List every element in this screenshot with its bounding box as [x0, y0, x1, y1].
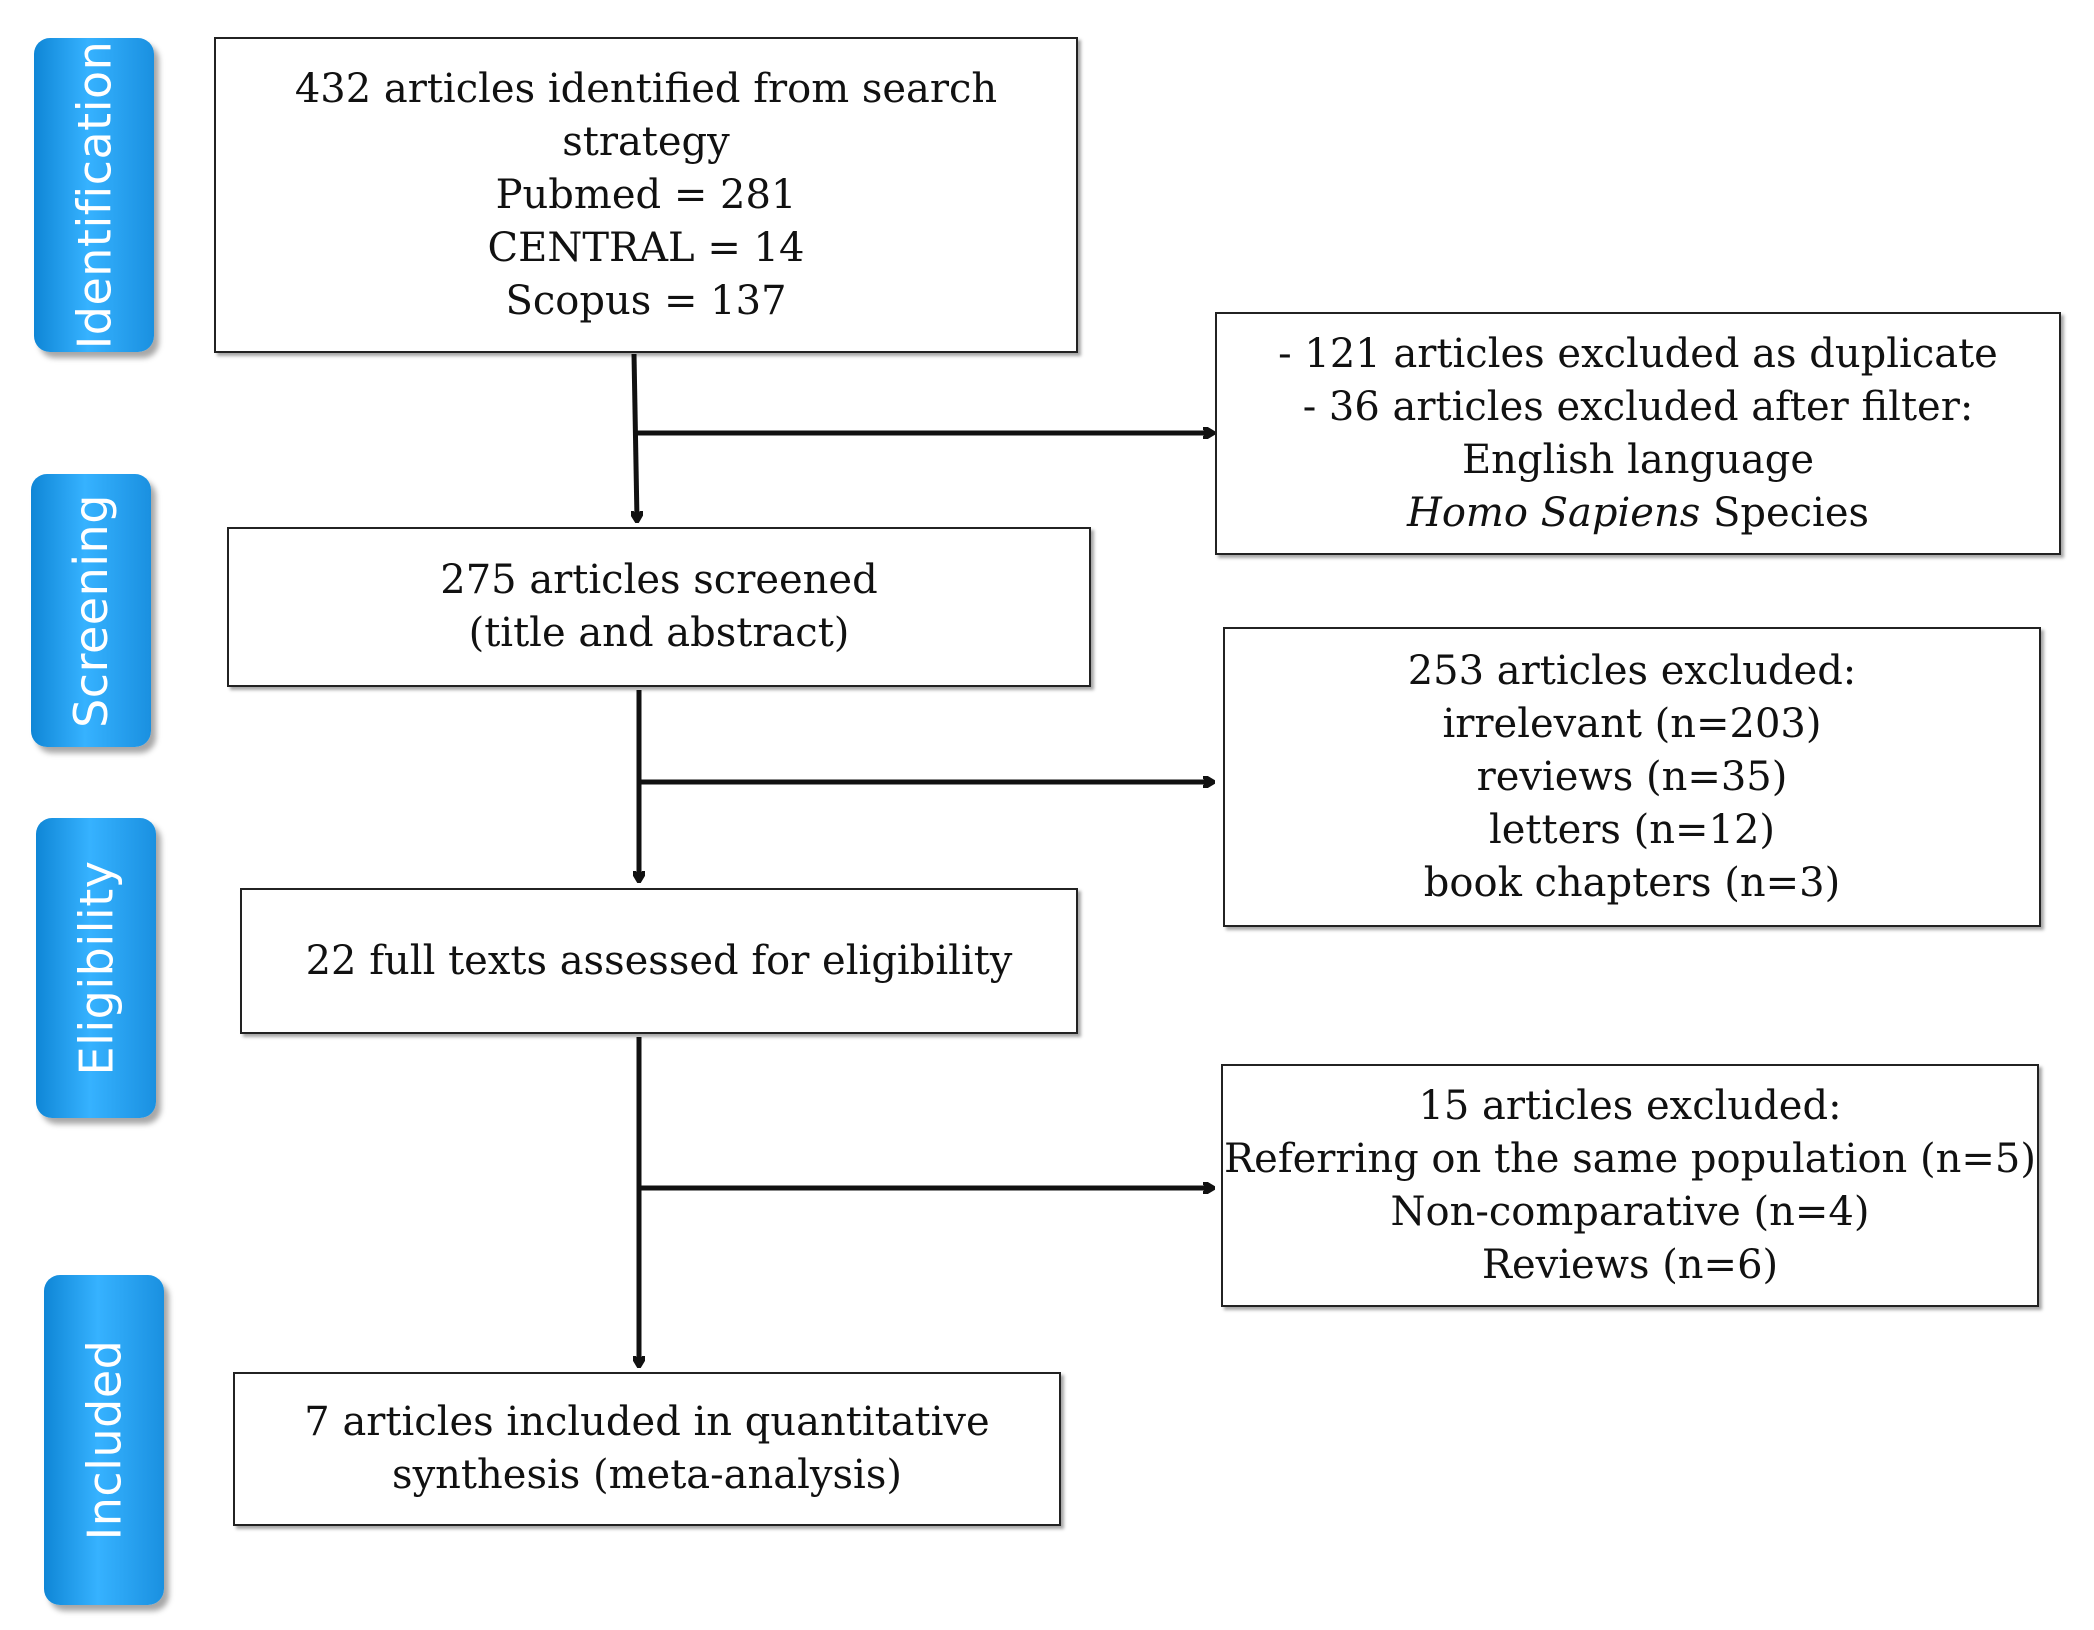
box-line-species: Homo Sapiens Species — [1407, 487, 1869, 540]
included-box: 7 articles included in quantitative synt… — [233, 1372, 1061, 1526]
stage-screening: Screening — [31, 474, 151, 747]
screened-box: 275 articles screened (title and abstrac… — [227, 527, 1091, 687]
excluded-screening-box: 253 articles excluded: irrelevant (n=203… — [1223, 627, 2041, 927]
stage-included: Included — [44, 1275, 164, 1605]
box-line: Pubmed = 281 — [495, 171, 797, 218]
identified-box: 432 articles identified from search stra… — [214, 37, 1078, 353]
excluded-duplicates-box: - 121 articles excluded as duplicate - 3… — [1215, 312, 2061, 555]
box-line: Non-comparative (n=4) — [1390, 1188, 1870, 1235]
stage-identification: Identification — [34, 38, 154, 352]
box-line: book chapters (n=3) — [1423, 859, 1841, 906]
box-line: Referring on the same population (n=5) — [1224, 1135, 2036, 1182]
box-line: 22 full texts assessed for eligibility — [305, 937, 1013, 984]
excluded-eligibility-box: 15 articles excluded: Referring on the s… — [1221, 1064, 2039, 1307]
box-line: Scopus = 137 — [505, 277, 787, 324]
box-line: irrelevant (n=203) — [1442, 700, 1822, 747]
box-line: strategy — [562, 118, 730, 165]
box-line: letters (n=12) — [1488, 806, 1776, 853]
box-line: - 36 articles excluded after filter: — [1302, 383, 1974, 430]
box-line: - 121 articles excluded as duplicate — [1278, 330, 1998, 377]
stage-eligibility: Eligibility — [36, 818, 156, 1118]
arrow-identified-to-screened — [634, 353, 637, 520]
box-line: 253 articles excluded: — [1407, 647, 1857, 694]
box-line: 432 articles identified from search — [294, 65, 998, 112]
box-line: 275 articles screened — [440, 557, 878, 603]
full-texts-box: 22 full texts assessed for eligibility — [240, 888, 1078, 1034]
species-italic: Homo Sapiens — [1406, 489, 1701, 536]
box-line: Reviews (n=6) — [1481, 1241, 1779, 1288]
species-rest: Species — [1700, 489, 1870, 536]
box-line: synthesis (meta-analysis) — [392, 1452, 902, 1498]
box-line: reviews (n=35) — [1476, 753, 1788, 800]
box-line: 15 articles excluded: — [1418, 1082, 1842, 1129]
box-line: English language — [1461, 436, 1815, 483]
box-line: CENTRAL = 14 — [487, 224, 805, 271]
box-line: 7 articles included in quantitative — [304, 1399, 990, 1445]
box-line: (title and abstract) — [468, 610, 850, 656]
